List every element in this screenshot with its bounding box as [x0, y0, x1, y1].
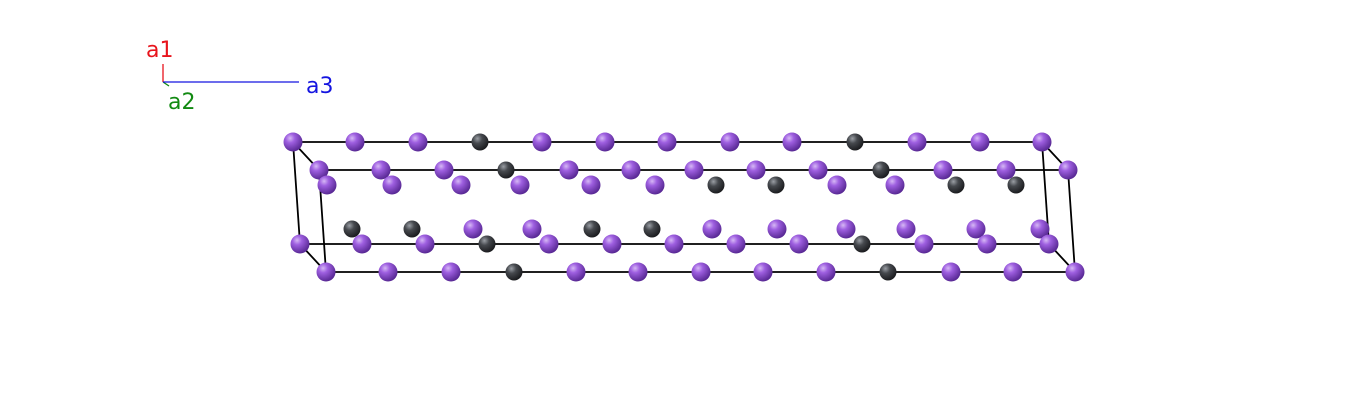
atom-purple: [996, 160, 1016, 180]
atom-dark: [471, 133, 489, 151]
atom-purple: [720, 132, 740, 152]
atom-purple: [836, 219, 856, 239]
atom-purple: [595, 132, 615, 152]
atom-purple: [434, 160, 454, 180]
atom-dark: [505, 263, 523, 281]
atom-purple: [684, 160, 704, 180]
atom-purple: [1003, 262, 1023, 282]
atom-purple: [581, 175, 601, 195]
axis-a3-label: a3: [306, 74, 333, 99]
atom-purple: [510, 175, 530, 195]
atom-purple: [645, 175, 665, 195]
atom-purple: [941, 262, 961, 282]
atom-purple: [371, 160, 391, 180]
atom-dark: [872, 161, 890, 179]
atom-purple: [914, 234, 934, 254]
atom-dark: [846, 133, 864, 151]
atom-purple: [827, 175, 847, 195]
atom-purple: [753, 262, 773, 282]
atom-dark: [583, 220, 601, 238]
atom-purple: [896, 219, 916, 239]
atom-purple: [378, 262, 398, 282]
atom-purple: [621, 160, 641, 180]
atom-purple: [309, 160, 329, 180]
atom-purple: [602, 234, 622, 254]
atom-purple: [782, 132, 802, 152]
atom-purple: [970, 132, 990, 152]
atom-purple: [352, 234, 372, 254]
atom-purple: [966, 219, 986, 239]
atom-dark: [497, 161, 515, 179]
atom-purple: [691, 262, 711, 282]
atom-purple: [746, 160, 766, 180]
atom-dark: [478, 235, 496, 253]
atom-purple: [816, 262, 836, 282]
atom-dark: [643, 220, 661, 238]
atom-purple: [702, 219, 722, 239]
atom-purple: [539, 234, 559, 254]
atom-dark: [853, 235, 871, 253]
atom-dark: [403, 220, 421, 238]
atom-purple: [1032, 132, 1052, 152]
atom-dark: [767, 176, 785, 194]
atom-purple: [408, 132, 428, 152]
atom-purple: [559, 160, 579, 180]
atom-purple: [451, 175, 471, 195]
atom-purple: [1058, 160, 1078, 180]
axis-a2-label: a2: [168, 90, 195, 115]
unit-cell-edges: [292, 141, 1076, 273]
atom-purple: [345, 132, 365, 152]
atom-purple: [726, 234, 746, 254]
atom-purple: [283, 132, 303, 152]
cell-edge: [1067, 169, 1076, 273]
atom-purple: [789, 234, 809, 254]
atom-purple: [382, 175, 402, 195]
atom-dark: [343, 220, 361, 238]
atom-purple: [664, 234, 684, 254]
atom-purple: [907, 132, 927, 152]
atom-purple: [522, 219, 542, 239]
atom-purple: [628, 262, 648, 282]
atom-purple: [463, 219, 483, 239]
atom-purple: [415, 234, 435, 254]
atom-purple: [532, 132, 552, 152]
atom-purple: [316, 262, 336, 282]
atom-purple: [290, 234, 310, 254]
atom-dark: [879, 263, 897, 281]
atom-purple: [767, 219, 787, 239]
atom-purple: [808, 160, 828, 180]
atom-purple: [441, 262, 461, 282]
atom-purple: [1030, 219, 1050, 239]
atom-purple: [1065, 262, 1085, 282]
atom-purple: [317, 175, 337, 195]
atom-purple: [657, 132, 677, 152]
atom-purple: [1039, 234, 1059, 254]
atom-purple: [566, 262, 586, 282]
atom-dark: [707, 176, 725, 194]
atom-dark: [1007, 176, 1025, 194]
atoms-layer: [283, 132, 1085, 282]
atom-purple: [933, 160, 953, 180]
axis-a2-line: [162, 81, 170, 87]
axis-indicator: a1 a2 a3: [146, 38, 333, 115]
cell-edge: [292, 141, 301, 245]
axis-a1-label: a1: [146, 38, 173, 63]
atom-purple: [885, 175, 905, 195]
atom-dark: [947, 176, 965, 194]
atom-purple: [977, 234, 997, 254]
